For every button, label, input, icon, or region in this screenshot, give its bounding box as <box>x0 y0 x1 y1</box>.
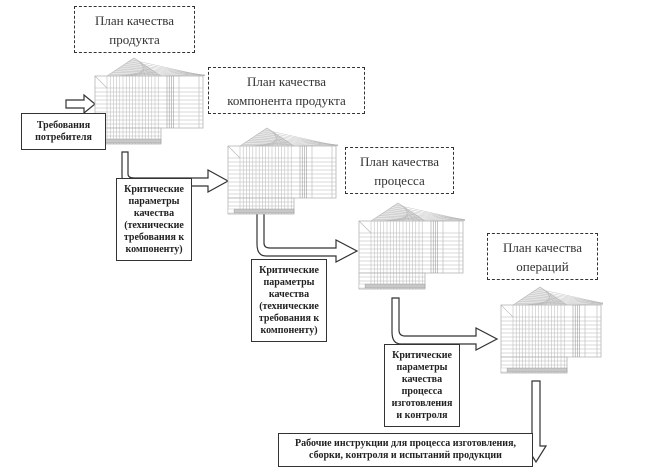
corner-diagonal <box>358 220 372 234</box>
roof-hatch <box>242 144 338 146</box>
roof-hatch <box>523 297 603 304</box>
corner-diagonal <box>94 75 108 89</box>
roof-hatch <box>264 129 338 147</box>
roof <box>512 286 568 306</box>
roof <box>239 127 295 147</box>
roof-hatch <box>400 204 420 222</box>
roof-hatch <box>381 213 465 220</box>
input-arrow <box>65 93 96 115</box>
plan-process-line1: План качества <box>359 153 440 169</box>
note-line: сборки, контроля и испытаний продукции <box>309 450 502 461</box>
roof-hatch <box>139 61 151 77</box>
note-line: изготовления <box>391 397 453 409</box>
roof-hatch <box>515 303 603 305</box>
flow-arrow-3 <box>391 297 499 351</box>
roof-hatch <box>537 288 603 304</box>
plan-operations-line1: План качества <box>502 239 583 255</box>
roof-hatch <box>403 210 409 222</box>
note-critical-params-2: Критические параметры качества (техничес… <box>251 259 327 342</box>
roof-hatch <box>272 135 278 147</box>
house-of-quality-operations <box>500 286 603 374</box>
roof <box>106 57 162 77</box>
matrix-outline <box>358 220 464 274</box>
note-line: качества <box>133 207 175 219</box>
roof-hatch <box>139 65 145 77</box>
target-values-band <box>100 138 162 144</box>
plan-component-line2: компонента продукта <box>227 92 346 108</box>
note-line: качества <box>268 288 310 300</box>
plan-product-line1: План качества <box>94 12 175 28</box>
roof-hatch <box>529 294 603 304</box>
target-values-cell <box>358 283 366 289</box>
roof-hatch <box>133 66 148 77</box>
roof-hatch <box>526 295 603 304</box>
target-values-band <box>364 283 426 289</box>
note-line: (технические <box>124 219 184 231</box>
roof-hatch <box>245 142 338 146</box>
plan-process-line2: процесса <box>374 172 425 188</box>
roof-hatch <box>397 211 412 222</box>
roof-hatch <box>539 295 554 306</box>
roof-hatch <box>269 129 289 147</box>
matrix-outline <box>227 145 337 199</box>
note-work-instructions: Рабочие инструкции для процесса изготовл… <box>278 433 533 467</box>
plan-operations-line2: операций <box>516 258 569 274</box>
target-values-cell <box>227 208 235 214</box>
note-critical-params-1: Критические параметры качества (техничес… <box>116 178 192 261</box>
plan-product: План качества продукта <box>74 6 195 53</box>
note-line: компоненту) <box>260 324 318 336</box>
house-of-quality-process <box>358 202 465 290</box>
roof-hatch <box>136 59 156 77</box>
target-values-cell <box>500 367 508 373</box>
roof-hatch <box>272 131 284 147</box>
note-line: Критические <box>259 264 319 276</box>
house-of-quality-product <box>94 57 205 145</box>
note-line: процесса <box>401 385 443 397</box>
note-line: Критические <box>392 349 452 361</box>
matrix-outline <box>94 75 204 129</box>
note-line: требования к <box>123 231 185 243</box>
note-line: требования к <box>258 312 320 324</box>
roof-hatch <box>109 74 205 76</box>
plan-component-line1: План качества <box>246 73 327 89</box>
roof-hatch <box>373 219 465 221</box>
roof-hatch <box>376 217 465 221</box>
roof-hatch <box>379 215 465 221</box>
roof-hatch <box>403 206 415 222</box>
note-line: Требования <box>36 119 91 131</box>
roof-hatch <box>112 72 205 76</box>
note-critical-params-3: Критические параметры качества процесса … <box>384 344 460 427</box>
plan-component: План качества компонента продукта <box>208 67 365 114</box>
house-of-quality-component <box>227 127 338 215</box>
target-values-band <box>233 208 295 214</box>
note-line: Критические <box>124 183 184 195</box>
plan-process: План качества процесса <box>345 147 454 194</box>
flow-arrow-2 <box>256 210 359 263</box>
note-line: потребителя <box>35 131 92 143</box>
roof <box>370 202 426 222</box>
roof-hatch <box>395 204 465 221</box>
roof-hatch <box>521 299 603 304</box>
note-line: Рабочие инструкции для процесса изготовл… <box>295 438 516 449</box>
note-line: (технические <box>259 300 319 312</box>
note-line: параметры <box>396 361 448 373</box>
roof-hatch <box>518 301 603 305</box>
roof-hatch <box>542 288 562 306</box>
roof-hatch <box>545 290 557 306</box>
plan-operations: План качества операций <box>487 233 598 280</box>
note-line: и контроля <box>396 409 448 421</box>
roof-hatch <box>545 294 551 306</box>
roof-hatch <box>266 136 281 147</box>
matrix-outline <box>500 304 602 358</box>
roof-hatch <box>131 59 205 77</box>
note-line: качества <box>401 373 443 385</box>
note-line: компоненту) <box>125 243 183 255</box>
target-values-band <box>506 367 568 373</box>
note-line: параметры <box>263 276 315 288</box>
plan-product-line2: продукта <box>109 31 160 47</box>
note-line: параметры <box>128 195 180 207</box>
corner-diagonal <box>500 304 514 318</box>
corner-diagonal <box>227 145 241 159</box>
